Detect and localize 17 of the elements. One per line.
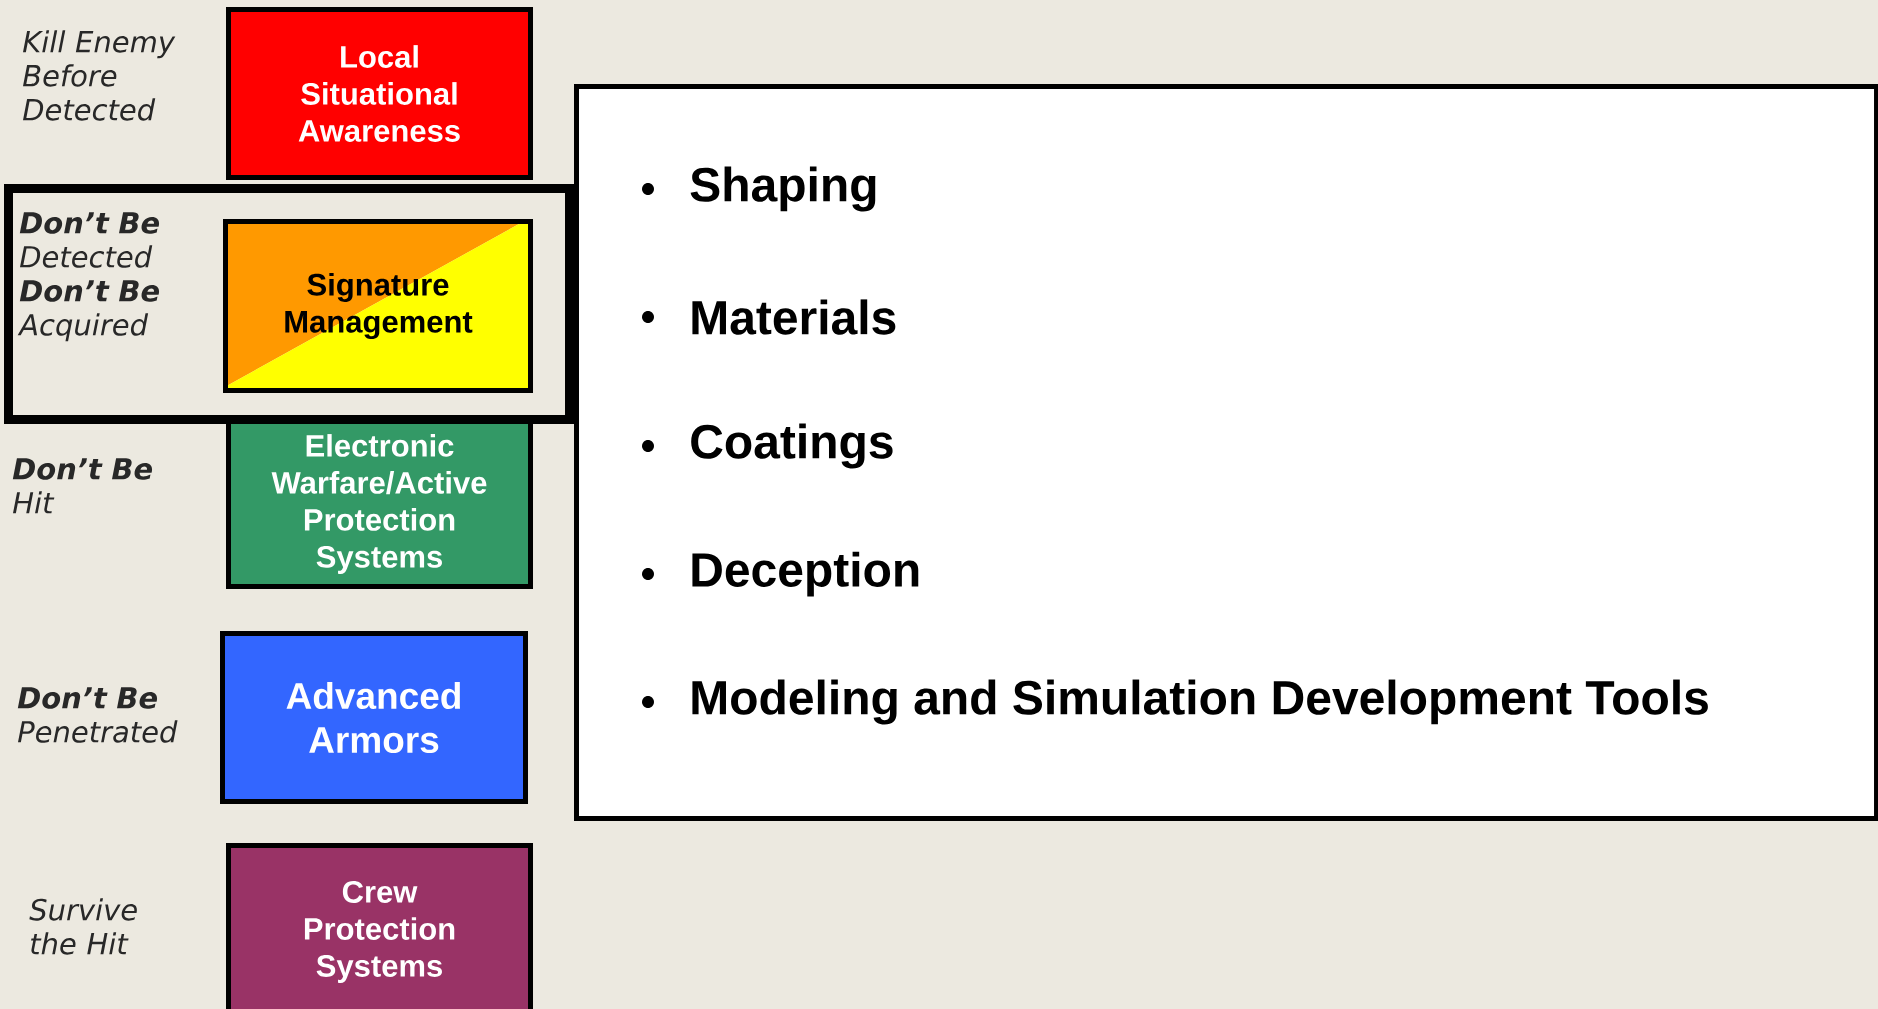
side-label: Kill Enemy Before Detected (23, 30, 176, 121)
side-label: Don’t Be Hit (12, 458, 153, 514)
capability-box: Signature Management (223, 219, 533, 393)
side-label: Don’t Be Penetrated (17, 687, 178, 743)
bullet-list-box (574, 84, 1878, 821)
capability-box: Electronic Warfare/Active Protection Systems (226, 419, 533, 589)
bullet-item: Deception (642, 551, 919, 597)
capability-box: Local Situational Awareness (226, 7, 533, 180)
highlight-frame (4, 184, 574, 424)
capability-box: Crew Protection Systems (226, 843, 533, 1009)
capability-box: Advanced Armors (220, 631, 528, 804)
bullet-item: Shaping (642, 166, 876, 212)
bullet-item: Materials (642, 299, 896, 335)
side-label: Don’t Be Detected Don’t Be Acquired (17, 212, 160, 342)
side-label: Survive the Hit (29, 898, 137, 955)
bullet-item: Modeling and Simulation Development Tools (642, 679, 1708, 725)
bullet-item: Coatings (642, 423, 893, 469)
